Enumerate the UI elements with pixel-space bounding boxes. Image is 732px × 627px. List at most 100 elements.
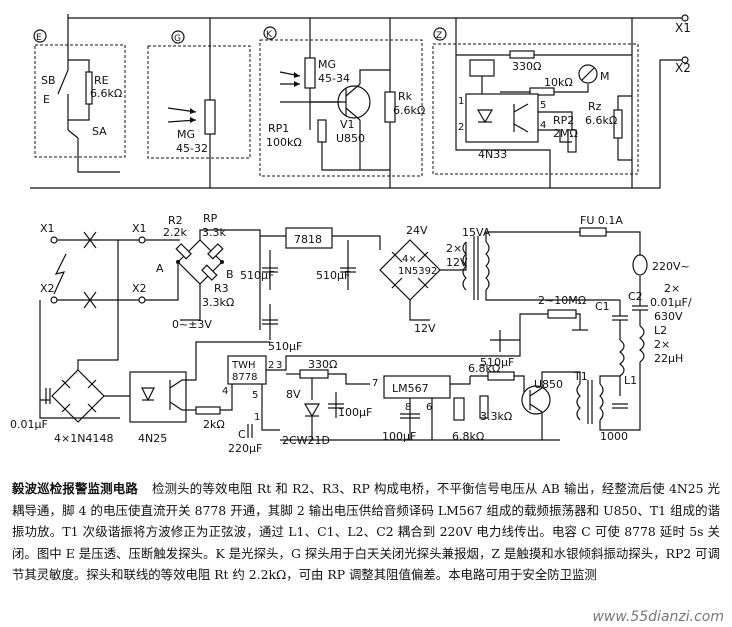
probe-z-tag: Z — [436, 31, 442, 41]
main-rp-val: 3.3k — [202, 226, 226, 239]
timer-twh8778: TWH 8778 2 3 4 5 1 C 220μF — [222, 340, 521, 455]
mercury-switch — [469, 59, 495, 77]
main-c510c: 510μF — [268, 340, 302, 353]
main-r10m: 2~10MΩ — [538, 294, 586, 307]
main-c1000: 1000 — [600, 430, 628, 443]
probe-g-mg: MG — [177, 128, 195, 141]
transistor-u850 — [521, 385, 551, 415]
regulator-8v: 330Ω 8V 100μF 2CW21D — [282, 358, 372, 447]
terminal-x2-a — [50, 296, 58, 304]
input-line: X1 X2 X1 X2 — [40, 222, 147, 309]
regulator-7818 — [285, 227, 333, 249]
oscillator-lm567: LM567 7 8 6 100μF 6.8kΩ 3.3kΩ 6.8kΩ — [372, 362, 525, 443]
optocoupler-4n25 — [129, 371, 187, 423]
transistor-v1 — [337, 85, 371, 119]
probe-z-rp2: RP2 — [553, 114, 574, 127]
terminal-x2-label: X2 — [675, 61, 691, 75]
main-l-val: 22μH — [654, 352, 683, 365]
probe-k-tag: K — [266, 30, 273, 40]
probe-k-rk-val: 6.6kΩ — [393, 104, 425, 117]
main-l2: L2 — [654, 324, 667, 337]
probe-z-pin1: 1 — [458, 96, 464, 107]
main-r2: R2 — [168, 214, 183, 227]
probe-z-opto: 4N33 — [478, 148, 507, 161]
probe-z-pin4: 4 — [540, 120, 546, 131]
probe-e-sb: SB — [41, 74, 56, 87]
caption-title: 毅波巡检报警监测电路 — [12, 481, 138, 496]
main-c510a: 510μF — [240, 269, 274, 282]
terminal-x1-a — [50, 236, 58, 244]
bridge-4x1n4148 — [51, 369, 105, 423]
touch-plate-m — [578, 64, 598, 84]
probe-z: Z 330Ω M 10kΩ 1 2 4 5 4N33 RP2 2MΩ R — [432, 18, 639, 188]
terminal-x2-top — [681, 56, 689, 64]
main-x1b: X1 — [132, 222, 147, 235]
main-l1: L1 — [624, 374, 637, 387]
fuse-fu — [579, 227, 607, 237]
coupling-network: C1 C2 2× 0.01μF/ 630V L2 2× 22μH L1 — [595, 276, 692, 396]
input-rectifier: 0.01μF 4×1N4148 4N25 2kΩ — [10, 300, 270, 445]
probe-k-v1: V1 — [340, 118, 355, 131]
photoresistor-mg-g — [204, 99, 216, 135]
terminal-x1-b — [138, 236, 146, 244]
circuit-schematic: X1 X2 E SB E RE 6.6kΩ SA G MG 45-32 — [10, 14, 692, 455]
probe-e-e: E — [43, 93, 50, 106]
main-bias: 0~±3V — [172, 318, 212, 331]
main-c12-val: 0.01μF/ — [650, 296, 692, 309]
caption: 毅波巡检报警监测电路检测头的等效电阻 Rt 和 R2、R3、RP 构成电桥，不平… — [12, 478, 720, 586]
probe-e-tag: E — [36, 33, 42, 43]
main-c12-v: 630V — [654, 310, 683, 323]
main-c2: C2 — [628, 290, 643, 303]
probe-z-rp2-val: 2MΩ — [553, 127, 578, 140]
main-x2a: X2 — [40, 282, 55, 295]
main-r68b: 6.8kΩ — [452, 430, 484, 443]
main-rp: RP — [203, 212, 218, 225]
probe-z-rz: Rz — [588, 100, 602, 113]
main-fuse: FU 0.1A — [580, 214, 623, 227]
probe-e-sa: SA — [92, 125, 107, 138]
main-r3-val: 3.3kΩ — [202, 296, 234, 309]
probe-e-re-val: 6.6kΩ — [90, 87, 122, 100]
photoresistor-mg-k — [304, 57, 316, 89]
main-v8: 8V — [286, 388, 301, 401]
main-pll-p6: 6 — [426, 402, 432, 413]
main-pll-p7: 7 — [372, 378, 378, 389]
resistor-r3 — [201, 264, 218, 281]
pot-rp2 — [567, 129, 577, 153]
mains-plug — [632, 254, 648, 276]
probe-z-rz-val: 6.6kΩ — [585, 114, 617, 127]
resistor-2-10m — [547, 309, 577, 319]
main-t1: T1 — [573, 370, 588, 383]
main-cap-c: C — [238, 428, 246, 441]
main-x1a: X1 — [40, 222, 55, 235]
main-r33: 3.3kΩ — [480, 410, 512, 423]
terminal-x1-top — [681, 14, 689, 22]
main-a: A — [156, 262, 164, 275]
watermark-text: www.55dianzi.com — [592, 609, 724, 625]
probe-g: G MG 45-32 — [147, 18, 251, 188]
main-b: B — [226, 268, 234, 281]
main-c510d: 510μF — [480, 356, 514, 369]
probe-g-mg-val: 45-32 — [176, 142, 208, 155]
main-l-cnt: 2× — [654, 338, 670, 351]
main-bridge2-type: 1N5392 — [398, 266, 437, 277]
probe-k-mg-val: 45-34 — [318, 72, 350, 85]
main-v12: 12V — [414, 322, 436, 335]
main-bridge2: 4× — [402, 254, 417, 265]
probe-z-m: M — [600, 70, 610, 83]
probe-z-r10k: 10kΩ — [544, 76, 573, 89]
probe-e-re: RE — [94, 74, 109, 87]
terminal-x1-label: X1 — [675, 21, 691, 35]
probe-z-pin2: 2 — [458, 122, 464, 133]
resistor-33k — [479, 395, 489, 419]
main-sec: 2× — [446, 242, 462, 255]
main-sec-v: 12V — [446, 256, 468, 269]
resistor-330 — [299, 369, 329, 379]
probe-bus: X1 X2 — [30, 14, 691, 189]
main-v24: 24V — [406, 224, 428, 237]
sense-bridge: R2 2.2k RP 3.3k A B R3 3.3kΩ 0~±3V — [145, 212, 261, 331]
probe-e: E SB E RE 6.6kΩ SA — [33, 18, 126, 173]
probe-z-pin5: 5 — [540, 100, 546, 111]
probe-k-mg: MG — [318, 58, 336, 71]
main-c510b: 510μF — [316, 269, 350, 282]
